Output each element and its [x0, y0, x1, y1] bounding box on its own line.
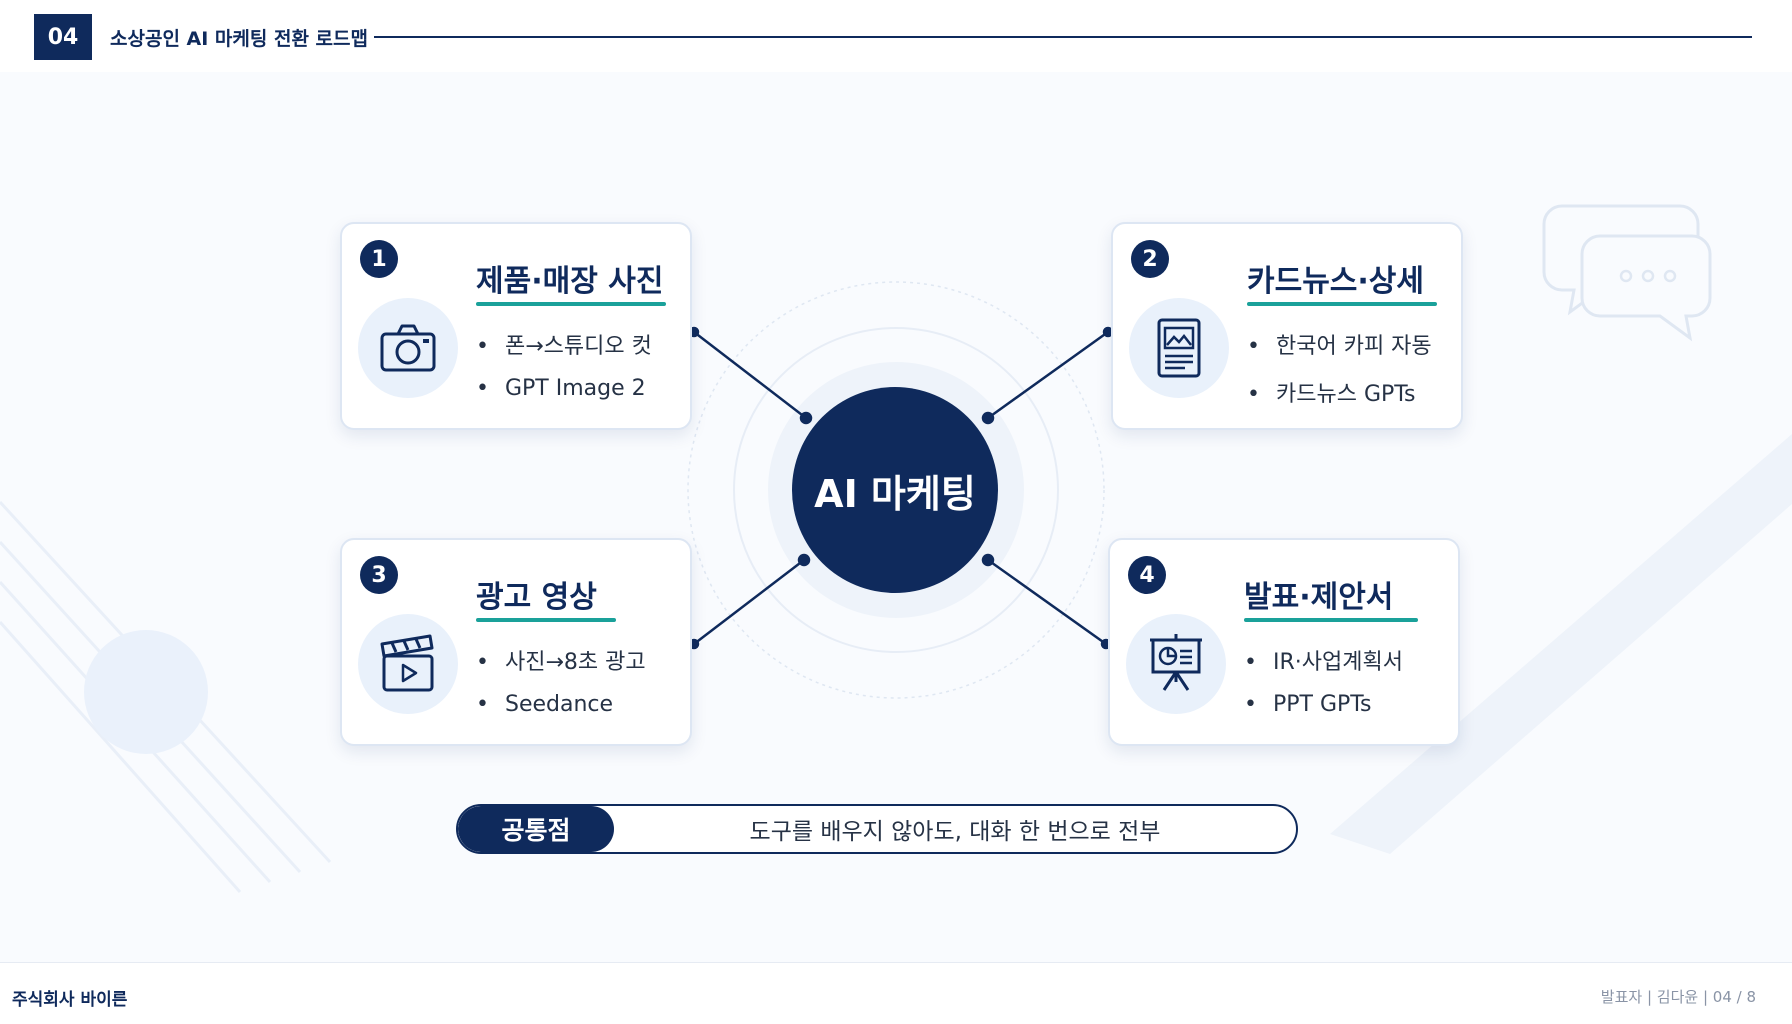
- card-bullet: 폰→스튜디오 컷: [476, 328, 652, 360]
- card-bullet-list: IR·사업계획서 PPT GPTs: [1244, 644, 1403, 733]
- card-title: 광고 영상: [476, 580, 597, 615]
- company-name: 주식회사 바이른: [12, 990, 128, 1010]
- card-bullet: GPT Image 2: [476, 376, 652, 401]
- slide-canvas: 1 제품·매장 사진 폰→스튜디오 컷 GPT Image 2 2: [0, 72, 1792, 962]
- card-bullet: Seedance: [476, 692, 646, 717]
- common-point-text: 도구를 배우지 않아도, 대화 한 번으로 전부: [749, 819, 1161, 845]
- card-icon-wrap: [1129, 298, 1229, 398]
- card-bullet: 한국어 카피 자동: [1247, 328, 1432, 360]
- slide-number-badge: 04: [34, 14, 92, 60]
- slide-title: 소상공인 AI 마케팅 전환 로드맵: [110, 28, 368, 50]
- card-ad-video: 3 광고 영상 사진→8초 광고 Seedance: [340, 538, 692, 746]
- card-bullet: 카드뉴스 GPTs: [1247, 376, 1432, 408]
- card-icon-wrap: [1126, 614, 1226, 714]
- chat-bubbles-icon: [1542, 204, 1712, 342]
- document-image-icon: [1157, 318, 1201, 378]
- card-bullet-list: 한국어 카피 자동 카드뉴스 GPTs: [1247, 328, 1432, 424]
- slide-header: 04 소상공인 AI 마케팅 전환 로드맵: [0, 0, 1792, 72]
- card-product-photo: 1 제품·매장 사진 폰→스튜디오 컷 GPT Image 2: [340, 222, 692, 430]
- card-number-badge: 2: [1131, 240, 1169, 278]
- card-bullet: 사진→8초 광고: [476, 644, 646, 676]
- card-card-news: 2 카드뉴스·상세 한국어 카피 자동 카드뉴스 GPTs: [1111, 222, 1463, 430]
- card-bullet-list: 사진→8초 광고 Seedance: [476, 644, 646, 733]
- card-number-badge: 4: [1128, 556, 1166, 594]
- header-divider: [374, 36, 1752, 38]
- center-hub: AI 마케팅: [792, 387, 998, 593]
- common-point-banner: 공통점 도구를 배우지 않아도, 대화 한 번으로 전부: [456, 804, 1298, 854]
- card-icon-wrap: [358, 298, 458, 398]
- card-bullet: IR·사업계획서: [1244, 644, 1403, 676]
- slide-footer: 주식회사 바이른 발표자 | 김다윤 | 04 / 8: [0, 962, 1792, 1024]
- card-title: 발표·제안서: [1244, 580, 1394, 615]
- common-point-label: 공통점: [458, 806, 614, 852]
- card-number-badge: 1: [360, 240, 398, 278]
- card-bullet-list: 폰→스튜디오 컷 GPT Image 2: [476, 328, 652, 417]
- page-info: 발표자 | 김다윤 | 04 / 8: [1600, 988, 1756, 1006]
- card-title: 제품·매장 사진: [476, 264, 664, 299]
- card-bullet: PPT GPTs: [1244, 692, 1403, 717]
- card-title-underline: [476, 618, 616, 622]
- card-title-underline: [476, 302, 666, 306]
- card-title: 카드뉴스·상세: [1247, 264, 1424, 299]
- card-presentation: 4 발표·제안서 IR·사업계획서 PPT GPTs: [1108, 538, 1460, 746]
- clapperboard-icon: [380, 634, 434, 692]
- card-title-underline: [1244, 618, 1418, 622]
- camera-icon: [380, 324, 436, 372]
- card-icon-wrap: [358, 614, 458, 714]
- card-title-underline: [1247, 302, 1437, 306]
- presentation-board-icon: [1150, 634, 1202, 691]
- card-number-badge: 3: [360, 556, 398, 594]
